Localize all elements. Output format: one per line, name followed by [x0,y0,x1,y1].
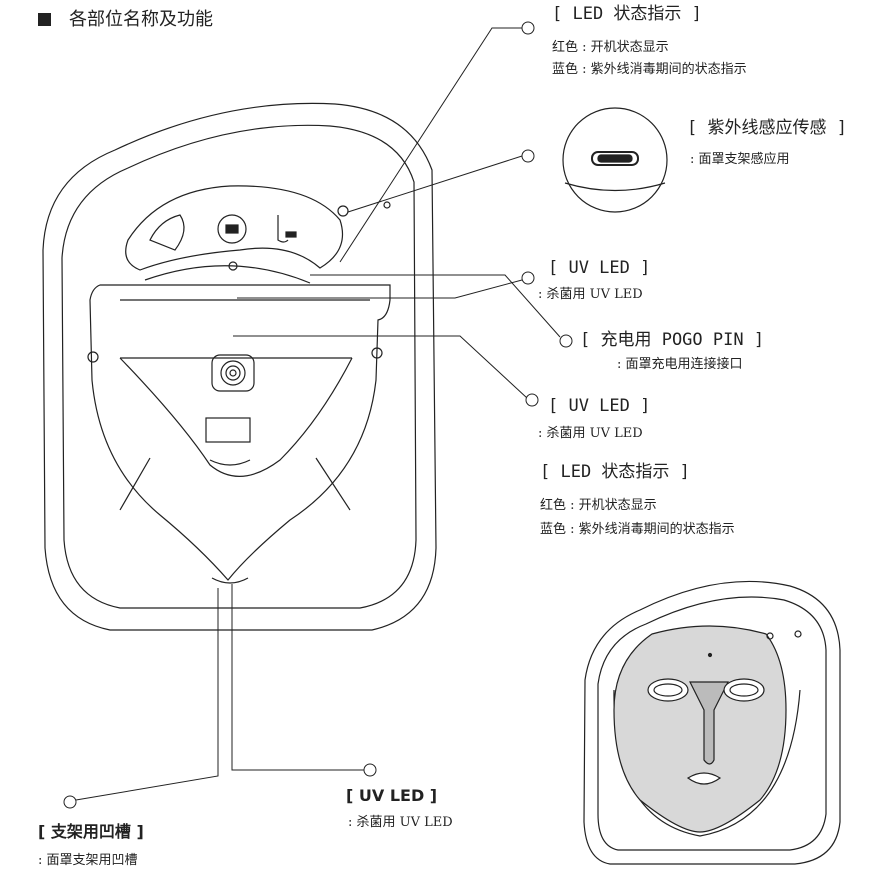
label-stand-groove-desc: : 面罩支架用凹槽 [38,853,138,868]
square-bullet-icon [38,13,51,26]
page-title: 各部位名称及功能 [38,9,213,32]
label-uv-led-1: [ UV LED ] [548,258,651,278]
label-led-status-bottom-red: 红色 : 开机状态显示 [540,498,657,513]
label-stand-groove: [ 支架用凹槽 ] [38,822,144,841]
label-uv-led-2-desc: : 杀菌用 UV LED [538,426,643,441]
label-led-status-top-red: 红色 : 开机状态显示 [552,40,669,55]
label-uv-led-1-desc: : 杀菌用 UV LED [538,287,643,302]
device-inner-shell [61,124,417,609]
label-uv-led-3: [ UV LED ] [346,786,438,805]
label-uv-led-2: [ UV LED ] [548,396,651,416]
device-outer-shell [42,102,437,631]
label-pogo-pin-desc: : 面罩充电用连接接口 [617,357,743,372]
mask-face [613,625,787,833]
label-pogo-pin: [ 充电用 POGO PIN ] [580,330,765,350]
label-uv-sensor-desc: : 面罩支架感应用 [690,152,790,167]
sensor-zoom-circle [562,107,668,213]
label-led-status-bottom: [ LED 状态指示 ] [540,462,690,482]
label-uv-led-3-desc: : 杀菌用 UV LED [348,815,453,830]
label-uv-sensor: [ 紫外线感应传感 ] [687,118,847,138]
label-led-status-bottom-blue: 蓝色 : 紫外线消毒期间的状态指示 [540,522,735,537]
inner-tray [89,284,391,581]
label-led-status-top: [ LED 状态指示 ] [552,4,702,24]
mask-on-device-illustration [583,580,841,865]
label-led-status-top-blue: 蓝色 : 紫外线消毒期间的状态指示 [552,62,747,77]
top-panel [125,185,344,271]
